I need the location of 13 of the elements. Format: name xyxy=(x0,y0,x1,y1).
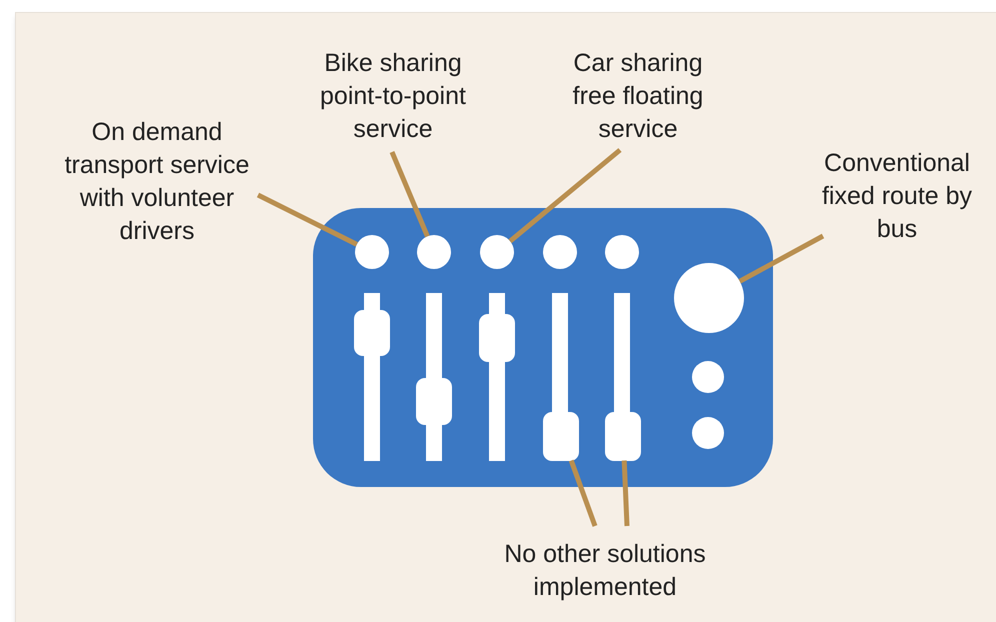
leader-line xyxy=(568,460,598,527)
callout-label: Bike sharing point-to-point service xyxy=(319,48,467,145)
slider-knob xyxy=(543,412,579,460)
leader-line xyxy=(508,148,622,244)
callout-label: Car sharing free floating service xyxy=(572,48,704,145)
callout-label: No other solutions implemented xyxy=(503,539,707,603)
slider-knob xyxy=(605,412,641,460)
leader-line xyxy=(738,234,824,284)
callout-label: On demand transport service with volunteer drivers xyxy=(64,117,250,247)
leader-line xyxy=(622,460,630,526)
callout-label: Conventional fixed route by bus xyxy=(820,148,974,245)
leader-line xyxy=(390,151,430,238)
leader-line xyxy=(256,192,358,247)
